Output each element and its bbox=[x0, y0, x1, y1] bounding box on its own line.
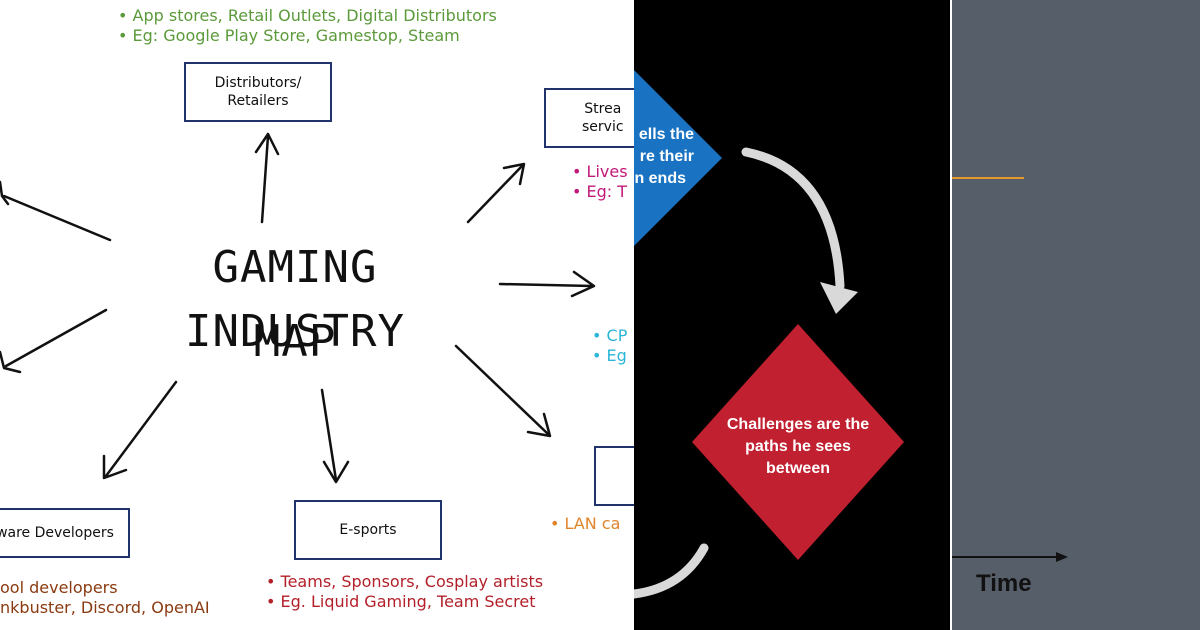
distributors-note-2: • Eg: Google Play Store, Gamestop, Steam bbox=[118, 26, 460, 45]
arrow-to-right bbox=[498, 282, 594, 288]
arrow-to-left-lower bbox=[4, 308, 108, 368]
blue-diamond-text-3: n ends bbox=[634, 170, 686, 187]
lan-note-1: • LAN ca bbox=[550, 514, 621, 533]
esports-box: E-sports bbox=[294, 500, 442, 560]
red-diamond bbox=[692, 324, 904, 560]
curved-arrow-arc bbox=[741, 147, 845, 291]
chart-panel: Time bbox=[952, 0, 1200, 630]
flow-diagram-panel: ells the re their n ends Challenges are … bbox=[634, 0, 950, 630]
hardware-note-1: • CP bbox=[592, 326, 628, 345]
chart-fragment bbox=[952, 177, 1068, 562]
blue-diamond bbox=[634, 70, 722, 246]
x-axis-arrowhead bbox=[1056, 552, 1068, 562]
software-note-1: ool developers bbox=[0, 578, 118, 597]
software-note-2: nkbuster, Discord, OpenAI bbox=[0, 598, 210, 617]
esports-note-2: • Eg. Liquid Gaming, Team Secret bbox=[266, 592, 536, 611]
distributors-note-1: • App stores, Retail Outlets, Digital Di… bbox=[118, 6, 497, 25]
x-axis-label: Time bbox=[976, 570, 1032, 597]
lower-arc bbox=[634, 543, 709, 599]
map-title-line-2: MAP bbox=[253, 316, 337, 367]
arrow-to-distributors bbox=[260, 134, 270, 224]
map-title-line-1: GAMING INDUSTRY bbox=[185, 242, 405, 357]
red-diamond-text-3: between bbox=[765, 460, 830, 477]
arrow-to-left-upper bbox=[2, 194, 112, 242]
streaming-box: Strea servic bbox=[544, 88, 634, 148]
red-diamond-text-1: Challenges are the bbox=[726, 416, 870, 433]
hardware-note-2: • Eg bbox=[592, 346, 627, 365]
lan-box bbox=[594, 446, 634, 506]
software-developers-box: ware Developers bbox=[0, 508, 130, 558]
arrow-to-streaming bbox=[466, 164, 524, 224]
arrow-to-software bbox=[104, 380, 178, 478]
esports-note-1: • Teams, Sponsors, Cosplay artists bbox=[266, 572, 544, 591]
streaming-note-2: • Eg: T bbox=[572, 182, 628, 201]
streaming-note-1: • Lives bbox=[572, 162, 628, 181]
curved-arrow-head bbox=[820, 282, 858, 314]
panel-divider bbox=[950, 0, 952, 630]
arrow-to-esports bbox=[320, 388, 338, 482]
flow-shapes bbox=[634, 70, 904, 599]
map-arrows bbox=[0, 132, 596, 484]
distributors-box: Distributors/ Retailers bbox=[184, 62, 332, 122]
arrow-to-lan bbox=[454, 344, 550, 436]
blue-diamond-text-2: re their bbox=[639, 148, 694, 165]
blue-diamond-text-1: ells the bbox=[638, 126, 694, 143]
gaming-industry-map-panel: • App stores, Retail Outlets, Digital Di… bbox=[0, 6, 634, 617]
red-diamond-text-2: paths he sees bbox=[745, 438, 851, 455]
